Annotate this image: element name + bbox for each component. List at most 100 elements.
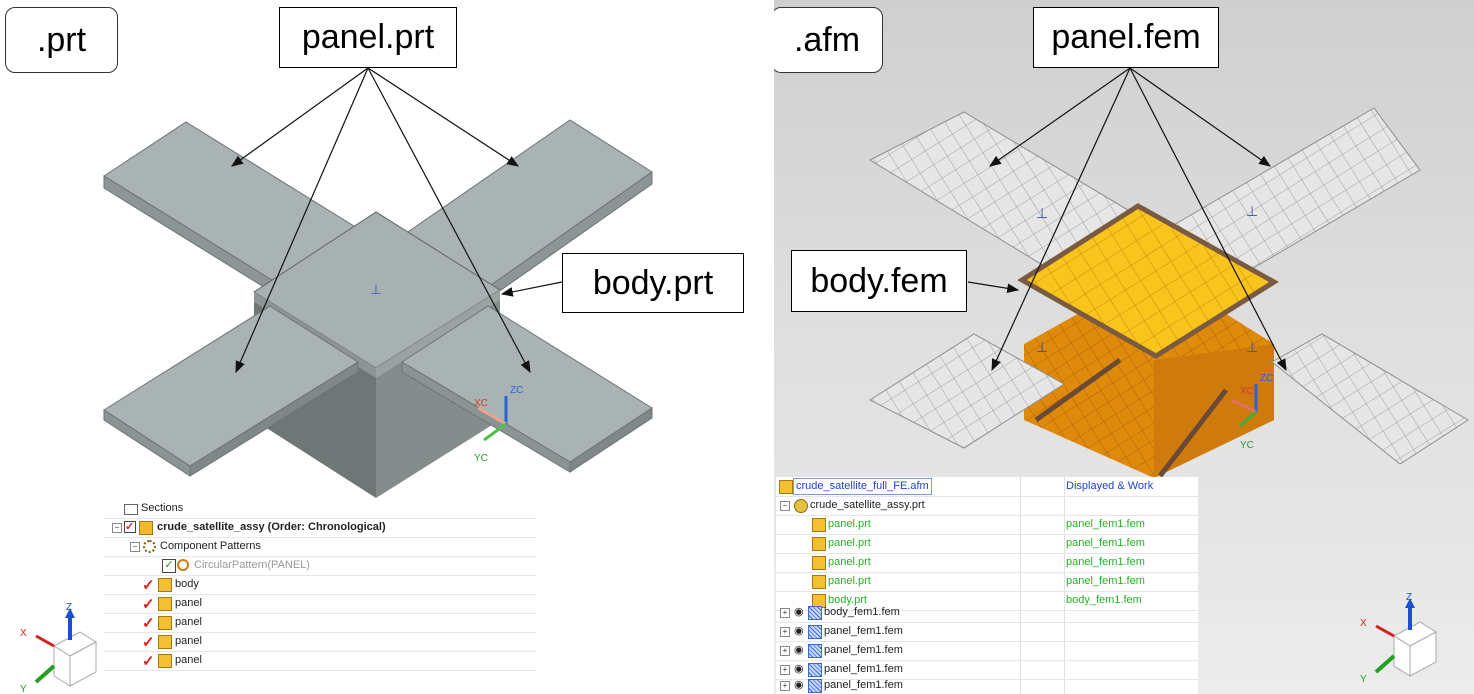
panel-solid-back-left [103, 121, 371, 303]
triad-y-label: Y [20, 684, 27, 694]
tree-row-component-patterns[interactable]: − Component Patterns [104, 537, 536, 557]
assembly-icon [139, 521, 153, 535]
tree-row-part[interactable]: panel.prt panel_fem1.fem [776, 534, 1198, 554]
tree-row-part[interactable]: panel.prt panel_fem1.fem [776, 515, 1198, 535]
tree-row-assembly[interactable]: − ✓ crude_satellite_assy (Order: Chronol… [104, 518, 536, 538]
tree-row-panel[interactable]: ✓ panel [104, 651, 536, 671]
part-cube-icon [158, 635, 172, 649]
checkbox-checked-icon[interactable]: ✓ [124, 521, 136, 533]
tree-label: panel [175, 654, 202, 666]
eye-icon[interactable]: ◉ [794, 606, 804, 618]
checkmark-icon[interactable]: ✓ [142, 653, 155, 670]
fem-mesh-icon [808, 625, 822, 639]
afm-pane: ⊥ ⊥ ⊥ ⊥ ZC XC YC [774, 0, 1474, 694]
expand-icon[interactable]: + [780, 627, 790, 637]
zc-label: ZC [1260, 373, 1273, 384]
tree-label: panel_fem1.fem [824, 663, 903, 675]
tree-row-panel[interactable]: ✓ panel [104, 613, 536, 633]
prt-pane: ⊥ ZC XC YC .prt pa [0, 0, 760, 694]
eye-icon[interactable]: ◉ [794, 644, 804, 656]
tree-row-fem[interactable]: + ◉ panel_fem1.fem [776, 641, 1198, 661]
triad-y-label: Y [1360, 674, 1367, 684]
expand-icon[interactable]: + [780, 646, 790, 656]
body-mesh [1017, 203, 1279, 478]
afm-file-tag: .afm [774, 7, 883, 73]
xc-label: XC [474, 398, 488, 409]
expand-icon[interactable]: + [780, 681, 790, 691]
tree-row-body[interactable]: ✓ body [104, 575, 536, 595]
tree-label: panel_fem1.fem [824, 625, 903, 637]
tree-row-part[interactable]: body.prt body_fem1.fem [776, 591, 1198, 611]
node-marker-icon: ⊥ [1246, 339, 1258, 355]
node-marker-icon: ⊥ [1036, 205, 1048, 221]
tree-row-panel[interactable]: ✓ panel [104, 632, 536, 652]
tree-row-afm-file[interactable]: crude_satellite_full_FE.afm Displayed & … [776, 477, 1198, 497]
expand-icon[interactable]: + [780, 608, 790, 618]
folder-icon [124, 504, 138, 515]
prt-model-viewport[interactable]: ⊥ ZC XC YC [0, 0, 760, 500]
tree-row-panel[interactable]: ✓ panel [104, 594, 536, 614]
tree-row-empty [104, 670, 536, 689]
checkmark-icon[interactable]: ✓ [142, 577, 155, 594]
view-triad: Z X Y [1360, 592, 1437, 684]
afm-model-viewport[interactable]: ⊥ ⊥ ⊥ ⊥ ZC XC YC [774, 0, 1474, 480]
checkbox-checked-icon[interactable]: ✓ [162, 559, 176, 573]
panel-solid-front-right [401, 305, 653, 473]
visibility-icon[interactable] [794, 499, 808, 513]
checkmark-icon[interactable]: ✓ [142, 634, 155, 651]
tree-label: Component Patterns [160, 540, 261, 552]
eye-icon[interactable]: ◉ [794, 625, 804, 637]
tree-row-fem[interactable]: + ◉ panel_fem1.fem [776, 676, 1198, 694]
associated-fem-text: panel_fem1.fem [1066, 518, 1145, 530]
checkmark-icon[interactable]: ✓ [142, 596, 155, 613]
work-coordinate-system: ZC XC YC [1231, 373, 1273, 451]
tree-label: panel [175, 616, 202, 628]
panel-fem-callout: panel.fem [1033, 7, 1219, 68]
node-marker-icon: ⊥ [1036, 339, 1048, 355]
tree-row-fem[interactable]: + ◉ body_fem1.fem [776, 603, 1198, 623]
expand-icon[interactable]: + [780, 665, 790, 675]
simulation-navigator: crude_satellite_full_FE.afm Displayed & … [776, 477, 1198, 694]
tree-label: panel.prt [828, 575, 871, 587]
collapse-icon[interactable]: − [130, 542, 140, 552]
part-cube-icon [812, 518, 826, 532]
collapse-icon[interactable]: − [780, 501, 790, 511]
tree-label: body [175, 578, 199, 590]
triad-x-label: X [20, 628, 27, 639]
tree-row-fem[interactable]: + ◉ panel_fem1.fem [776, 622, 1198, 642]
fem-mesh-icon [808, 663, 822, 677]
associated-fem-text: panel_fem1.fem [1066, 537, 1145, 549]
associated-fem-text: panel_fem1.fem [1066, 575, 1145, 587]
eye-icon[interactable]: ◉ [794, 679, 804, 691]
associated-fem-text: panel_fem1.fem [1066, 556, 1145, 568]
svg-text:⊥: ⊥ [370, 283, 381, 298]
body-prt-callout: body.prt [562, 253, 744, 313]
circular-pattern-icon [177, 559, 189, 571]
tree-label: CircularPattern(PANEL) [194, 559, 310, 571]
tree-label: panel_fem1.fem [824, 644, 903, 656]
triad-x-label: X [1360, 618, 1367, 629]
collapse-icon[interactable]: − [112, 523, 122, 533]
yc-label: YC [474, 453, 488, 464]
tree-row-assembly-prt[interactable]: − crude_satellite_assy.prt [776, 496, 1198, 516]
tree-row-part[interactable]: panel.prt panel_fem1.fem [776, 572, 1198, 592]
checkmark-icon[interactable]: ✓ [142, 615, 155, 632]
fem-mesh-icon [808, 644, 822, 658]
tree-label: panel.prt [828, 537, 871, 549]
panel-mesh-front-right [1271, 333, 1469, 465]
tree-row-part[interactable]: panel.prt panel_fem1.fem [776, 553, 1198, 573]
tree-label: panel [175, 597, 202, 609]
tree-row-sections[interactable]: Sections [104, 499, 536, 519]
view-triad: Z X Y [20, 602, 97, 694]
eye-icon[interactable]: ◉ [794, 663, 804, 675]
tree-label: body_fem1.fem [824, 606, 900, 618]
tree-row-circular-pattern[interactable]: ✓ CircularPattern(PANEL) [104, 556, 536, 576]
panel-prt-callout: panel.prt [279, 7, 457, 68]
tree-label: panel [175, 635, 202, 647]
tree-row-fem[interactable]: + ◉ panel_fem1.fem [776, 660, 1198, 680]
component-pattern-icon [143, 540, 156, 553]
xc-label: XC [1240, 386, 1254, 397]
tree-label: body.prt [828, 594, 867, 606]
prt-file-tag: .prt [5, 7, 118, 73]
tree-label: panel.prt [828, 556, 871, 568]
